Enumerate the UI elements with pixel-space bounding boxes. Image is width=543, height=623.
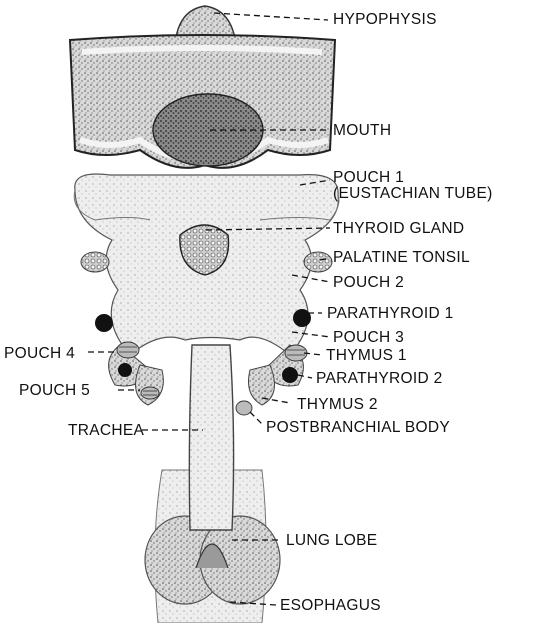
label-thyroid-gland: THYROID GLAND — [333, 221, 464, 237]
parathyroid-2-left — [118, 363, 132, 377]
palatine-tonsil-left — [81, 252, 109, 272]
parathyroid-2-right — [282, 367, 298, 383]
label-pouch-2: POUCH 2 — [333, 275, 404, 291]
label-eustachian-tube: (EUSTACHIAN TUBE) — [333, 186, 493, 202]
label-mouth: MOUTH — [333, 123, 391, 139]
label-thymus-2: THYMUS 2 — [297, 397, 378, 413]
label-postbranchial-body: POSTBRANCHIAL BODY — [266, 420, 450, 436]
label-lung-lobe: LUNG LOBE — [286, 533, 377, 549]
palatine-tonsil-right — [304, 252, 332, 272]
parathyroid-1-left — [95, 314, 113, 332]
label-pouch-5: POUCH 5 — [19, 383, 90, 399]
label-parathyroid-2: PARATHYROID 2 — [316, 371, 443, 387]
label-palatine-tonsil: PALATINE TONSIL — [333, 250, 470, 266]
trachea-shape — [189, 345, 233, 530]
label-hypophysis: HYPOPHYSIS — [333, 12, 437, 28]
label-pouch-1: POUCH 1 — [333, 170, 404, 186]
label-pouch-3: POUCH 3 — [333, 330, 404, 346]
label-thymus-1: THYMUS 1 — [326, 348, 407, 364]
parathyroid-1-right — [293, 309, 311, 327]
mouth-shape — [153, 94, 263, 166]
label-esophagus: ESOPHAGUS — [280, 598, 381, 614]
label-pouch-4: POUCH 4 — [4, 346, 75, 362]
label-parathyroid-1: PARATHYROID 1 — [327, 306, 454, 322]
label-trachea: TRACHEA — [68, 423, 144, 439]
